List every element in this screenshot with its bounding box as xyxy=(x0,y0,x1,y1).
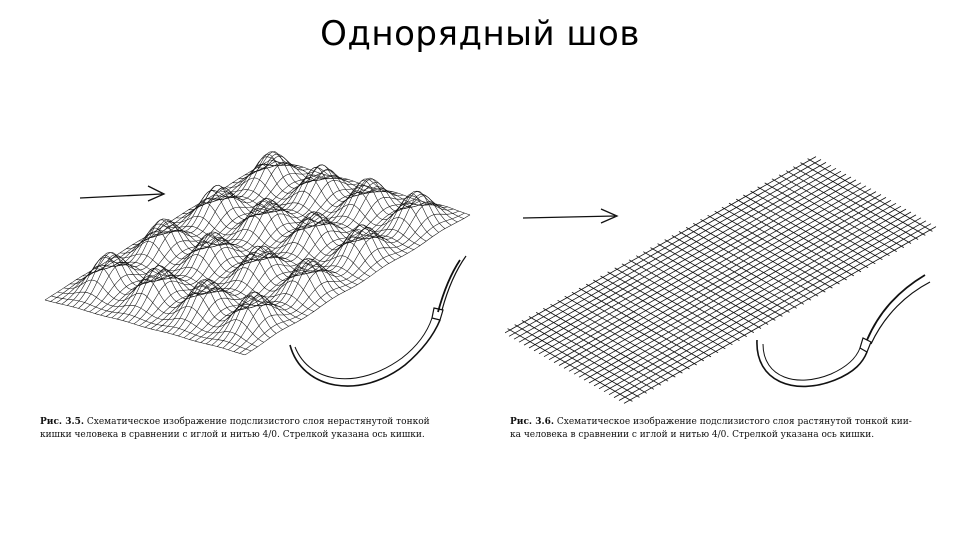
unstretched-mesh-illustration xyxy=(44,151,471,387)
grid-mesh-icon xyxy=(505,156,937,404)
caption-text-line-2: кишки человека в сравнении с иглой и нит… xyxy=(40,430,425,440)
wavy-mesh-icon xyxy=(44,151,471,356)
figure-caption: Рис. 3.6. Схематическое изображение подс… xyxy=(510,416,912,442)
axis-arrow-icon xyxy=(79,185,166,202)
caption-text-line-1: Схематическое изображение подслизистого … xyxy=(556,417,912,427)
needle-with-thread-icon xyxy=(756,274,931,388)
caption-label: Рис. 3.6. xyxy=(510,417,554,427)
stretched-mesh-illustration xyxy=(505,156,937,404)
caption-label: Рис. 3.5. xyxy=(40,417,84,427)
figure-unstretched-submucosa: Рис. 3.5. Схематическое изображение подс… xyxy=(40,150,480,450)
caption-text-line-2: ка человека в сравнении с иглой и нитью … xyxy=(510,430,875,440)
slide-title: Однорядный шов xyxy=(320,14,640,54)
figure-caption: Рис. 3.5. Схематическое изображение подс… xyxy=(40,416,430,442)
needle-with-thread-icon xyxy=(289,255,467,387)
axis-arrow-icon xyxy=(522,208,619,224)
caption-text-line-1: Схематическое изображение подслизистого … xyxy=(86,417,430,427)
figure-stretched-submucosa: Рис. 3.6. Схематическое изображение подс… xyxy=(505,150,950,450)
